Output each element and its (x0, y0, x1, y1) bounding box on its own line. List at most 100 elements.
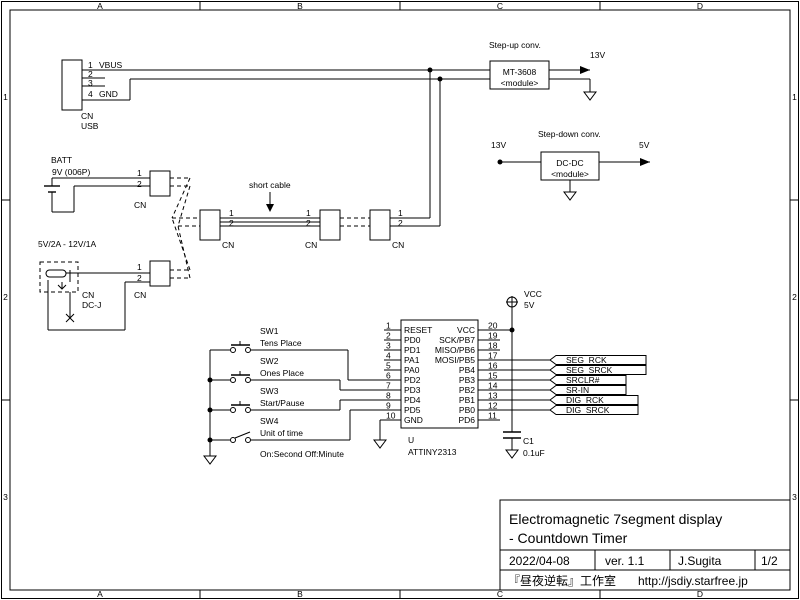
ground-icon (563, 191, 577, 201)
net-label: SEG_SRCK (566, 365, 613, 375)
title-org: 『昼夜逆転』工作室 (508, 573, 616, 588)
stepdown-title: Step-down conv. (538, 129, 601, 139)
net-label-flag (549, 395, 639, 405)
mcu-pin-number: 4 (386, 351, 391, 361)
mcu-pin-number: 9 (386, 401, 391, 411)
usb-name: USB (81, 121, 99, 131)
sw4-note: On:Second Off:Minute (260, 449, 344, 459)
cable-pin-1b: 1 (306, 208, 311, 218)
title-block: Electromagnetic 7segment display - Count… (499, 499, 791, 591)
mcu-pin-number: 6 (386, 371, 391, 381)
row-label-left-3: 3 (3, 492, 8, 502)
mcu-pin-name: PD5 (404, 405, 421, 415)
stepup-out-label: 13V (590, 50, 605, 60)
power-vcc: VCC 5V C1 0.1uF (503, 289, 545, 459)
usb-pin-4: 4 (88, 89, 93, 99)
mcu-pin-number: 18 (488, 341, 498, 351)
title-version: ver. 1.1 (605, 554, 645, 568)
cable-ref-a: CN (222, 240, 234, 250)
stepdown-part: DC-DC (556, 158, 583, 168)
mcu-pin-name: PB4 (459, 365, 475, 375)
batt-voltage: 9V (006P) (52, 167, 90, 177)
sw2-label: Ones Place (260, 368, 304, 378)
net-label: DIG_RCK (566, 395, 604, 405)
col-label-bottom-c: C (497, 589, 503, 599)
mcu-pin-name: RESET (404, 325, 432, 335)
usb-pin-2: 2 (88, 69, 93, 79)
ground-icon (373, 439, 387, 449)
mcu-part: ATTINY2313 (408, 447, 457, 457)
mcu-pin-number: 15 (488, 371, 498, 381)
mcu-pin-name: PA1 (404, 355, 420, 365)
usb-pin-1: 1 (88, 60, 93, 70)
connector-option-lines (171, 177, 200, 279)
cable-label: short cable (249, 180, 291, 190)
ground-icon (583, 91, 597, 101)
usb-vbus-label: VBUS (99, 60, 122, 70)
dcjack-pin-2: 2 (137, 273, 142, 283)
mcu-pin-number: 3 (386, 341, 391, 351)
battery: BATT 9V (006P) 1 2 CN (44, 155, 190, 213)
col-label-top-a: A (97, 1, 103, 11)
sw1-ref: SW1 (260, 326, 279, 336)
sw2-ref: SW2 (260, 356, 279, 366)
cable-ref-c: CN (392, 240, 404, 250)
batt-ref: CN (134, 200, 146, 210)
net-label-flag (549, 405, 639, 415)
cable-ref-b: CN (305, 240, 317, 250)
junction-dot (437, 76, 443, 82)
title-line-2: - Countdown Timer (509, 530, 628, 546)
net-label: SEG_RCK (566, 355, 607, 365)
sw1-label: Tens Place (260, 338, 302, 348)
dcjack-rating: 5V/2A - 12V/1A (38, 239, 96, 249)
cable-pin-2c: 2 (398, 218, 403, 228)
row-label-right-3: 3 (792, 492, 797, 502)
signal-labels: SEG_RCKSEG_SRCKSRCLR#SR-INDIG_RCKDIG_SRC… (500, 355, 647, 415)
cable-pin-2a: 2 (229, 218, 234, 228)
stepdown-out-label: 5V (639, 140, 650, 150)
cable-pin-1c: 1 (398, 208, 403, 218)
sw4-label: Unit of time (260, 428, 303, 438)
mcu-pin-name: PA0 (404, 365, 420, 375)
mcu-pin-number: 16 (488, 361, 498, 371)
sw3-ref: SW3 (260, 386, 279, 396)
mcu-pin-number: 13 (488, 391, 498, 401)
row-label-right-1: 1 (792, 92, 797, 102)
dcjack-cn-ref: CN (134, 290, 146, 300)
row-label-left-1: 1 (3, 92, 8, 102)
col-label-top-d: D (697, 1, 703, 11)
mcu-pin-name: PD0 (404, 335, 421, 345)
usb-pin-3: 3 (88, 78, 93, 88)
mcu-pin-number: 12 (488, 401, 498, 411)
stepdown-in-label: 13V (491, 140, 506, 150)
ground-icon (203, 455, 217, 465)
title-url: http://jsdiy.starfree.jp (638, 574, 748, 588)
usb-connector: 1 2 3 4 VBUS GND CN USB (61, 59, 440, 131)
col-label-bottom-a: A (97, 589, 103, 599)
batt-pin-2: 2 (137, 179, 142, 189)
net-label-flag (549, 365, 647, 375)
mcu-pin-name: VCC (457, 325, 475, 335)
junction-dot (427, 67, 433, 73)
mcu-pin-number: 11 (488, 411, 497, 421)
mcu-pin-number: 17 (488, 351, 498, 361)
net-label: SR-IN (566, 385, 589, 395)
stepup-sub: <module> (501, 78, 539, 88)
mcu-pin-name: PD3 (404, 385, 421, 395)
mcu-pin-number: 2 (386, 331, 391, 341)
dc-jack: 5V/2A - 12V/1A 1 2 CN DC-J CN (38, 239, 190, 331)
toggle-switch-icon (234, 431, 251, 439)
col-label-bottom-d: D (697, 589, 703, 599)
mcu-ref: U (408, 435, 414, 445)
dcjack-name: DC-J (82, 300, 101, 310)
title-sheet: 1/2 (761, 554, 778, 568)
sw4-ref: SW4 (260, 416, 279, 426)
ground-icon (505, 449, 519, 459)
title-line-1: Electromagnetic 7segment display (509, 511, 722, 527)
mcu-pin-number: 5 (386, 361, 391, 371)
mcu-pin-number: 19 (488, 331, 498, 341)
net-label: DIG_SRCK (566, 405, 610, 415)
net-label-flag (549, 375, 627, 385)
